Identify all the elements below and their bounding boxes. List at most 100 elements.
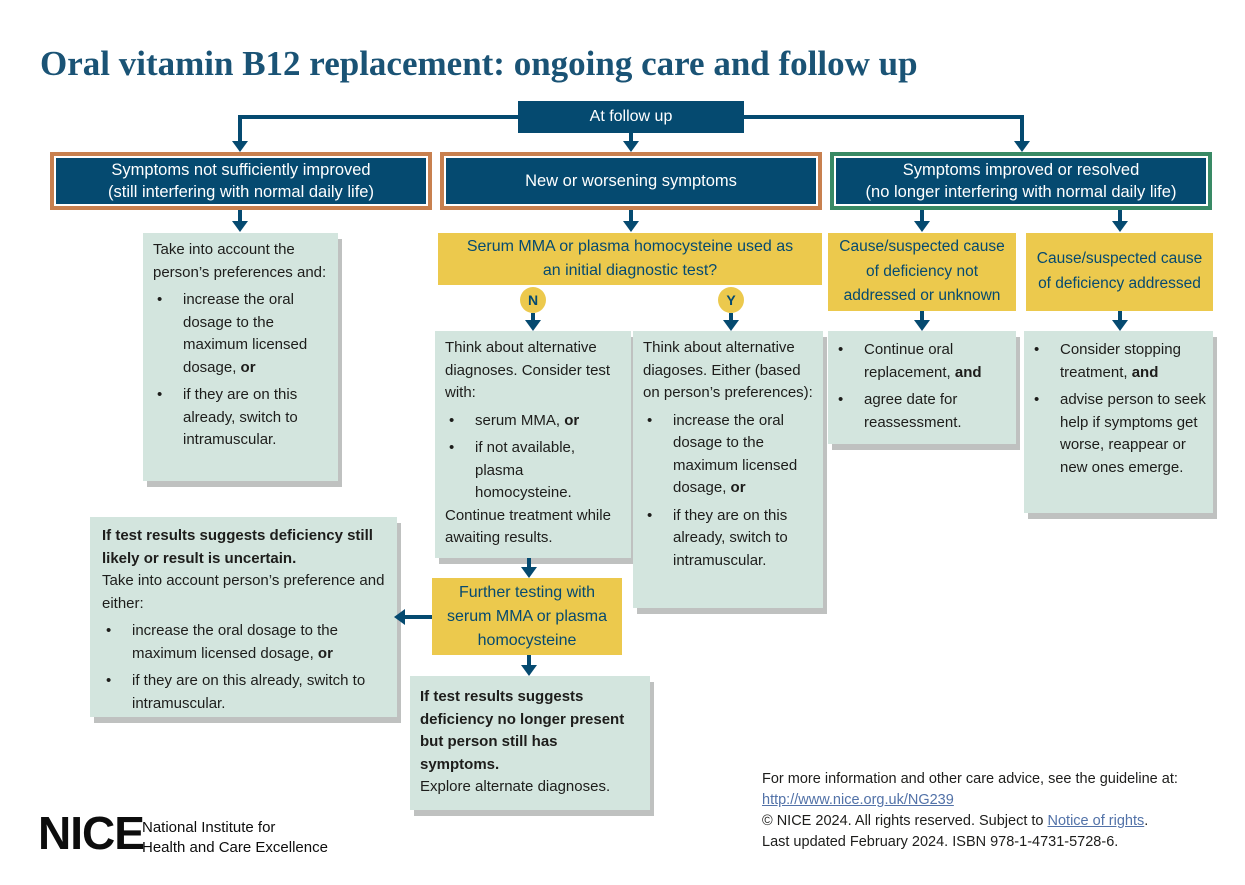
footer: For more information and other care advi… bbox=[762, 769, 1237, 853]
decision-yes-label: Y bbox=[726, 292, 736, 308]
bullet-text-bold: or bbox=[564, 411, 580, 429]
connector-arrowhead bbox=[1112, 221, 1128, 232]
node-symptoms-not-improved: Symptoms not sufficiently improved (stil… bbox=[50, 152, 432, 210]
node-label: New or worsening symptoms bbox=[525, 171, 737, 190]
bullet-marker-icon: • bbox=[838, 341, 844, 358]
footer-updated: Last updated February 2024. ISBN 978-1-4… bbox=[762, 834, 1119, 851]
footer-info: For more information and other care advi… bbox=[762, 771, 1178, 787]
node-symptoms-improved: Symptoms improved or resolved (no longer… bbox=[830, 152, 1212, 210]
connector-line bbox=[920, 311, 924, 320]
bullet-text: increase the oral dosage to the maximum … bbox=[183, 289, 328, 379]
bullet-text-bold: or bbox=[240, 358, 256, 376]
connector-arrowhead bbox=[521, 567, 537, 578]
bullet-text: if they are on this already, switch to i… bbox=[183, 384, 328, 452]
bullet-item: • if not available, plasma homocysteine. bbox=[445, 437, 621, 505]
bullet-item: • Consider stopping treatment, and bbox=[1030, 339, 1207, 384]
connector-line bbox=[629, 210, 633, 221]
node-label: Cause/suspected cause of deficiency not … bbox=[839, 237, 1005, 305]
bullet-text: advise person to seek help if symptoms g… bbox=[1060, 389, 1207, 479]
node-still-likely: If test results suggests deficiency stil… bbox=[90, 517, 397, 717]
connector-arrowhead bbox=[723, 320, 739, 331]
connector-line bbox=[238, 115, 520, 119]
bullet-text-main: increase the oral dosage to the maximum … bbox=[673, 411, 798, 497]
connector-line bbox=[531, 313, 535, 320]
footer-guideline-row: http://www.nice.org.uk/NG239 bbox=[762, 790, 1237, 811]
bullet-marker-icon: • bbox=[106, 672, 112, 689]
node-intro: Think about alternative diagoses. Either… bbox=[643, 339, 813, 401]
bullet-item: • if they are on this already, switch to… bbox=[102, 670, 385, 715]
notice-of-rights-link[interactable]: Notice of rights bbox=[1047, 813, 1145, 830]
bullet-text: increase the oral dosage to the maximum … bbox=[673, 410, 813, 500]
node-label: Cause/suspected cause of deficiency addr… bbox=[1036, 250, 1203, 292]
node-new-or-worsening: New or worsening symptoms bbox=[440, 152, 822, 210]
bullet-item: • increase the oral dosage to the maximu… bbox=[643, 410, 813, 500]
node-intro: Take into account the person’s preferenc… bbox=[153, 241, 327, 281]
node-label: Serum MMA or plasma homocysteine used as… bbox=[466, 238, 794, 279]
bullet-text-main: advise person to seek help if symptoms g… bbox=[1060, 391, 1206, 476]
node-outro: Explore alternate diagnoses. bbox=[420, 778, 611, 795]
node-at-follow-up: At follow up bbox=[518, 101, 744, 133]
connector-line bbox=[629, 133, 633, 141]
node-bold-intro: If test results suggests deficiency stil… bbox=[102, 527, 373, 567]
decision-yes-badge: Y bbox=[718, 287, 744, 313]
bullet-marker-icon: • bbox=[1034, 391, 1040, 408]
connector-arrowhead bbox=[232, 141, 248, 152]
connector-arrowhead bbox=[623, 221, 639, 232]
connector-line bbox=[1118, 210, 1122, 221]
connector-line bbox=[920, 210, 924, 221]
bullet-text: serum MMA, or bbox=[475, 410, 621, 433]
bullet-marker-icon: • bbox=[157, 386, 163, 403]
node-intro: Take into account person’s preference an… bbox=[102, 572, 385, 612]
bullet-text: increase the oral dosage to the maximum … bbox=[132, 620, 385, 665]
bullet-text: Consider stopping treatment, and bbox=[1060, 339, 1207, 384]
bullet-text: if not available, plasma homocysteine. bbox=[475, 437, 621, 505]
node-continue-action: • Continue oral replacement, and • agree… bbox=[828, 331, 1016, 444]
connector-arrowhead bbox=[1112, 320, 1128, 331]
bullet-item: • increase the oral dosage to the maximu… bbox=[102, 620, 385, 665]
decision-no-label: N bbox=[527, 292, 539, 308]
node-cause-not-addressed: Cause/suspected cause of deficiency not … bbox=[828, 233, 1016, 311]
bullet-marker-icon: • bbox=[647, 506, 653, 524]
decision-no-badge: N bbox=[520, 287, 546, 313]
connector-line bbox=[238, 210, 242, 221]
node-bold-intro: If test results suggests deficiency no l… bbox=[420, 688, 625, 773]
node-no-branch: Think about alternative diagnoses. Consi… bbox=[435, 331, 631, 558]
connector-arrowhead bbox=[525, 320, 541, 331]
bullet-item: • advise person to seek help if symptoms… bbox=[1030, 389, 1207, 479]
connector-arrowhead bbox=[394, 609, 405, 625]
guideline-link[interactable]: http://www.nice.org.uk/NG239 bbox=[762, 792, 954, 809]
connector-arrowhead bbox=[521, 665, 537, 676]
node-stop-action: • Consider stopping treatment, and • adv… bbox=[1024, 331, 1213, 513]
bullet-text-main: Continue oral replacement, bbox=[864, 341, 955, 381]
connector-arrowhead bbox=[914, 320, 930, 331]
bullet-text: if they are on this already, switch to i… bbox=[673, 505, 813, 573]
bullet-marker-icon: • bbox=[1034, 341, 1040, 358]
bullet-text-main: increase the oral dosage to the maximum … bbox=[183, 291, 308, 376]
connector-line bbox=[729, 313, 733, 320]
bullet-item: • serum MMA, or bbox=[445, 410, 621, 433]
bullet-text-main: if they are on this already, switch to i… bbox=[132, 672, 366, 712]
node-mma-question: Serum MMA or plasma homocysteine used as… bbox=[438, 233, 822, 285]
nice-logo-subtitle-line: Health and Care Excellence bbox=[142, 839, 328, 857]
bullet-text-bold: and bbox=[954, 363, 982, 381]
connector-line bbox=[405, 615, 432, 619]
nice-logo-subtitle-line: National Institute for bbox=[142, 819, 276, 836]
bullet-marker-icon: • bbox=[838, 391, 844, 408]
connector-arrowhead bbox=[623, 141, 639, 152]
bullet-text: if they are on this already, switch to i… bbox=[132, 670, 385, 715]
bullet-item: • Continue oral replacement, and bbox=[834, 339, 1010, 384]
bullet-item: • agree date for reassessment. bbox=[834, 389, 1010, 434]
bullet-item: • increase the oral dosage to the maximu… bbox=[153, 289, 328, 379]
bullet-marker-icon: • bbox=[449, 439, 455, 456]
bullet-text: agree date for reassessment. bbox=[864, 389, 1010, 434]
page-title: Oral vitamin B12 replacement: ongoing ca… bbox=[40, 44, 918, 83]
node-label-line: (no longer interfering with normal daily… bbox=[865, 183, 1177, 201]
connector-line bbox=[742, 115, 1024, 119]
bullet-marker-icon: • bbox=[647, 411, 653, 429]
bullet-marker-icon: • bbox=[449, 411, 455, 429]
bullet-text-bold: or bbox=[730, 479, 746, 496]
node-label: At follow up bbox=[589, 108, 673, 125]
footer-copyright-prefix: © NICE 2024. All rights reserved. Subjec… bbox=[762, 813, 1048, 830]
connector-arrowhead bbox=[1014, 141, 1030, 152]
